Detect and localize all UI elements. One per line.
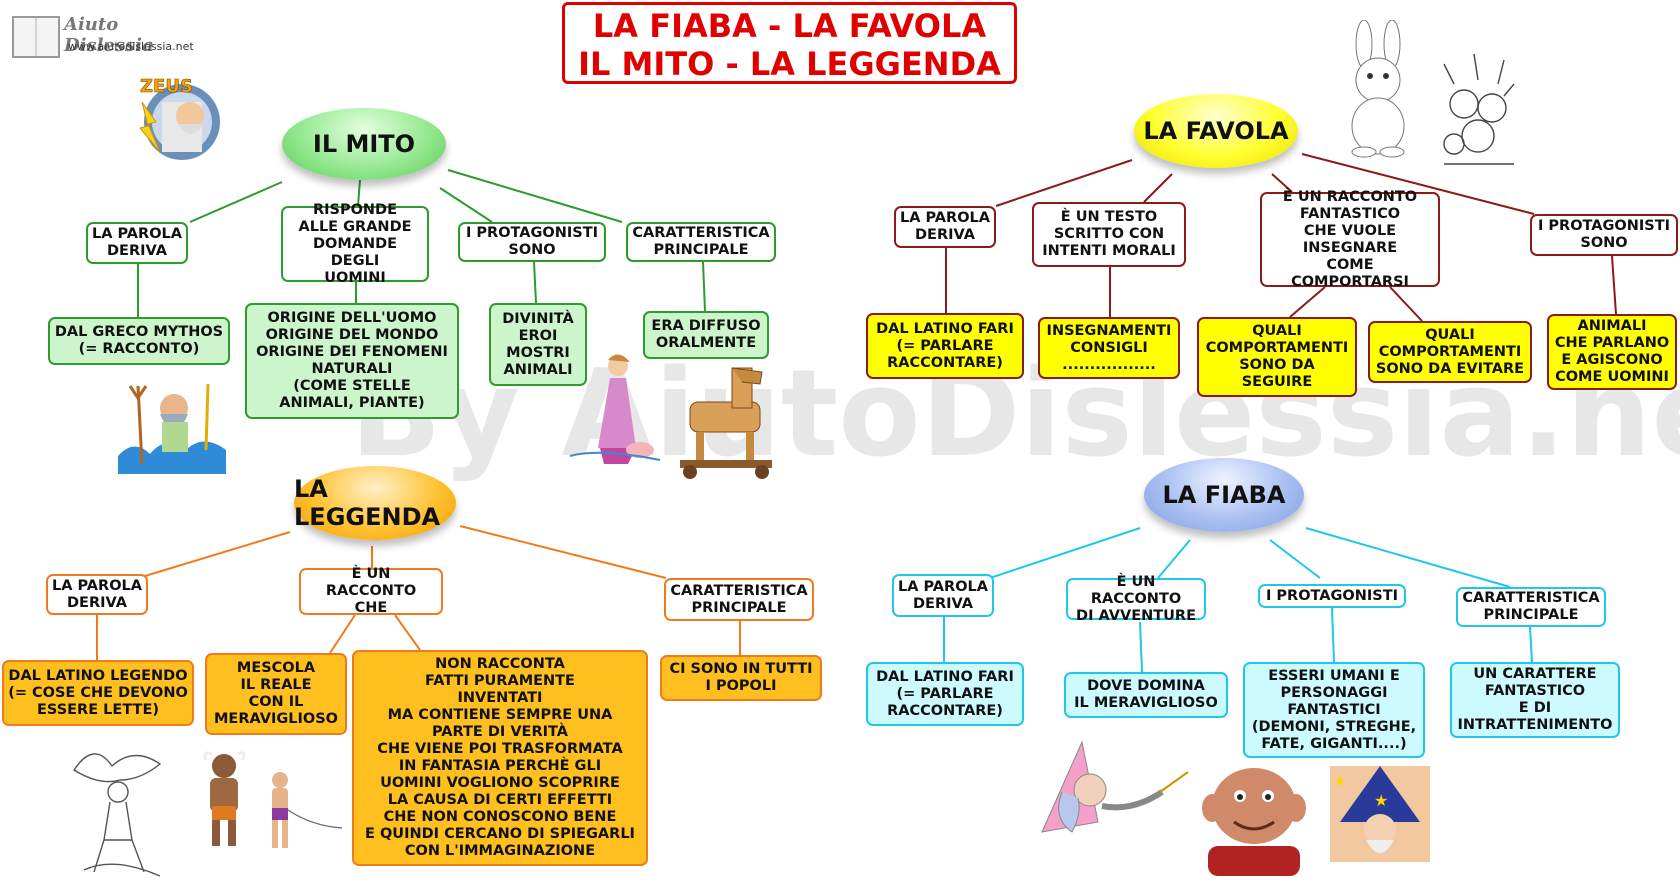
leggenda-oval: LA LEGGENDA — [294, 466, 456, 540]
mito-detail-origin: DAL GRECO MYTHOS (= RACCONTO) — [48, 317, 230, 365]
favola-header-moral: È UN TESTO SCRITTO CON INTENTI MORALI — [1032, 202, 1186, 267]
favola-oval: LA FAVOLA — [1134, 94, 1298, 168]
fiaba-header-adventure: È UN RACCONTO DI AVVENTURE — [1066, 574, 1206, 624]
leggenda-detail-feature: CI SONO IN TUTTI I POPOLI — [660, 655, 822, 701]
fiaba-header-protagonists: I PROTAGONISTI — [1258, 584, 1406, 608]
minotaur-icon — [203, 751, 246, 846]
fiaba-detail-feature: UN CARATTERE FANTASTICO E DI INTRATTENIM… — [1450, 662, 1620, 738]
leggenda-detail-truth: NON RACCONTA FATTI PURAMENTE INVENTATI M… — [352, 650, 648, 866]
favola-detail-follow: QUALI COMPORTAMENTI SONO DA SEGUIRE — [1197, 317, 1357, 397]
favola-header-protagonists: I PROTAGONISTI SONO — [1530, 214, 1678, 256]
mito-header-origin: LA PAROLA DERIVA — [86, 222, 188, 264]
svg-text:★: ★ — [1334, 774, 1347, 790]
favola-detail-origin: DAL LATINO FARI (= PARLARE RACCONTARE) — [866, 313, 1024, 379]
leggenda-detail-origin: DAL LATINO LEGENDO (= COSE CHE DEVONO ES… — [2, 660, 194, 726]
favola-header-fantastic: È UN RACCONTO FANTASTICO CHE VUOLE INSEG… — [1260, 189, 1440, 290]
favola-detail-protagonists: ANIMALI CHE PARLANO E AGISCONO COME UOMI… — [1547, 314, 1677, 390]
logo-brand: Aiuto Dislessia — [64, 14, 154, 56]
favola-detail-moral: INSEGNAMENTI CONSIGLI ................. — [1038, 317, 1180, 379]
ogre-icon — [1202, 768, 1306, 876]
fiaba-header-origin: LA PAROLA DERIVA — [892, 574, 994, 617]
mito-header-protagonists: I PROTAGONISTI SONO — [458, 222, 606, 262]
svg-text:ZEUS: ZEUS — [140, 76, 193, 97]
leggenda-header-origin: LA PAROLA DERIVA — [46, 574, 148, 615]
logo-url: www.aiutodislessia.net — [68, 40, 194, 53]
fiaba-oval: LA FIABA — [1144, 458, 1304, 532]
flying-figure-icon — [73, 753, 162, 877]
mito-detail-feature: ERA DIFFUSO ORALMENTE — [643, 311, 769, 359]
book-icon — [12, 16, 60, 58]
site-logo: Aiuto Dislessia www.aiutodislessia.net — [12, 14, 202, 60]
leggenda-header-feature: CARATTERISTICA PRINCIPALE — [664, 578, 814, 621]
fiaba-header-feature: CARATTERISTICA PRINCIPALE — [1456, 587, 1606, 627]
witch-icon — [1041, 740, 1189, 833]
title-line-2: IL MITO - LA LEGGENDA — [578, 45, 1001, 83]
leggenda-detail-mix: MESCOLA IL REALE CON IL MERAVIGLIOSO — [205, 653, 347, 735]
svg-text:★: ★ — [1374, 791, 1388, 810]
theseus-icon — [272, 772, 343, 848]
title-line-1: LA FIABA - LA FAVOLA — [592, 7, 987, 45]
mito-detail-protagonists: DIVINITÀ EROI MOSTRI ANIMALI — [489, 303, 587, 386]
favola-detail-avoid: QUALI COMPORTAMENTI SONO DA EVITARE — [1368, 321, 1532, 383]
fiaba-detail-origin: DAL LATINO FARI (= PARLARE RACCONTARE) — [866, 662, 1024, 726]
mito-header-feature: CARATTERISTICA PRINCIPALE — [626, 222, 776, 262]
mito-detail-questions: ORIGINE DELL'UOMO ORIGINE DEL MONDO ORIG… — [245, 303, 459, 419]
favola-header-origin: LA PAROLA DERIVA — [894, 206, 996, 248]
trojan-horse-icon — [680, 367, 772, 479]
fiaba-detail-protagonists: ESSERI UMANI E PERSONAGGI FANTASTICI (DE… — [1243, 662, 1425, 758]
poseidon-icon — [118, 383, 226, 474]
wizard-icon: ★ ★ — [1330, 766, 1430, 862]
fiaba-detail-adventure: DOVE DOMINA IL MERAVIGLIOSO — [1064, 672, 1228, 718]
mito-oval: IL MITO — [282, 108, 446, 180]
rabbit-icon — [1351, 20, 1405, 158]
zeus-icon: ZEUS — [139, 76, 220, 160]
woman-with-pig-icon — [570, 354, 661, 464]
mito-header-questions: RISPONDE ALLE GRANDE DOMANDE DEGLI UOMIN… — [281, 202, 429, 286]
leggenda-header-story: È UN RACCONTO CHE — [299, 566, 443, 616]
mice-icon — [1443, 53, 1515, 165]
page-title: LA FIABA - LA FAVOLA IL MITO - LA LEGGEN… — [562, 2, 1017, 84]
